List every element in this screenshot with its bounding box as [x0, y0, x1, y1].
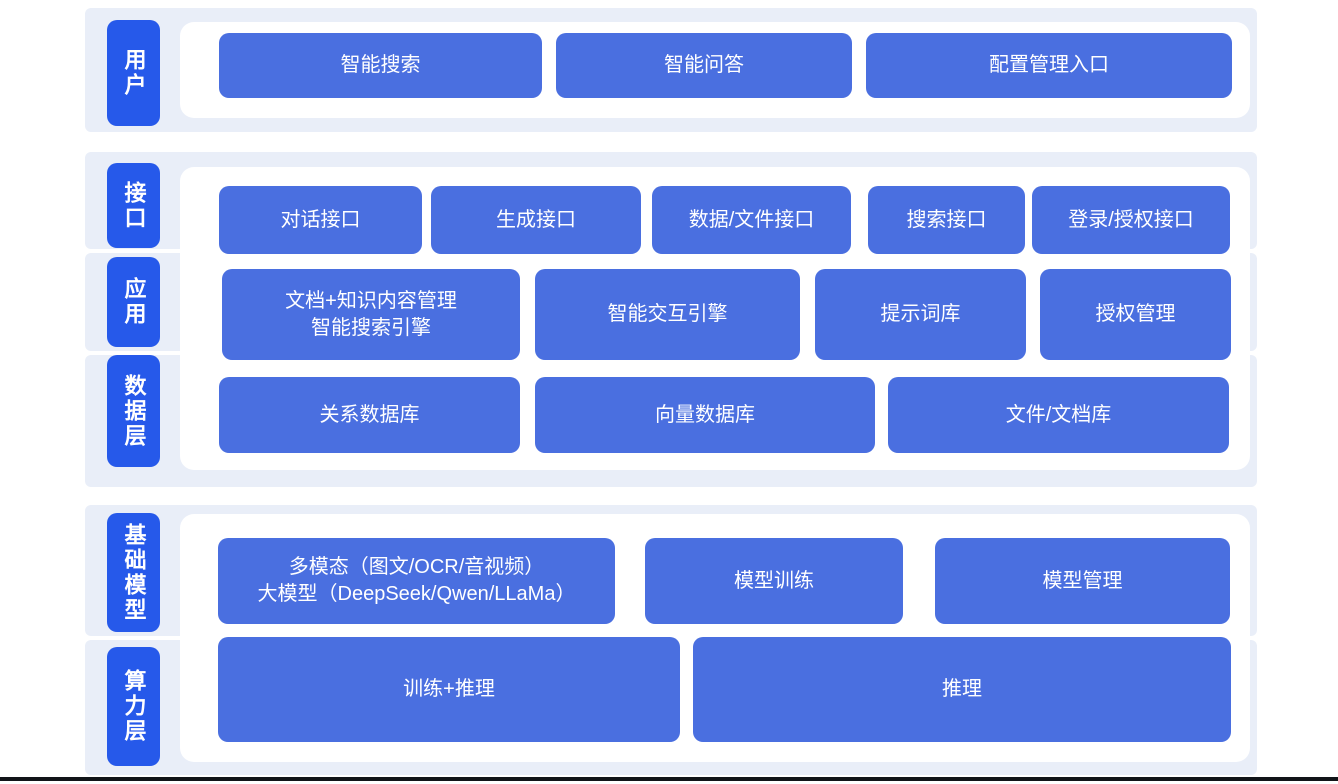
block-vector-db: 向量数据库	[535, 377, 875, 453]
layer-label-interface: 接口	[107, 163, 160, 248]
block-smart-qa: 智能问答	[556, 33, 852, 98]
bottom-border-line	[0, 777, 1338, 781]
block-model-training: 模型训练	[645, 538, 903, 624]
block-smart-interaction-engine: 智能交互引擎	[535, 269, 800, 360]
block-login-auth-api: 登录/授权接口	[1032, 186, 1230, 254]
block-generate-api: 生成接口	[431, 186, 641, 254]
layer-label-user: 用户	[107, 20, 160, 126]
layer-label-compute-layer: 算力层	[107, 647, 160, 766]
block-auth-management: 授权管理	[1040, 269, 1231, 360]
block-smart-search: 智能搜索	[219, 33, 542, 98]
block-config-mgmt-entry: 配置管理入口	[866, 33, 1232, 98]
block-dialog-api: 对话接口	[219, 186, 422, 254]
block-training-inference: 训练+推理	[218, 637, 680, 742]
block-file-document-db: 文件/文档库	[888, 377, 1229, 453]
block-relational-db: 关系数据库	[219, 377, 520, 453]
block-inference: 推理	[693, 637, 1231, 742]
block-multimodal-llm: 多模态（图文/OCR/音视频） 大模型（DeepSeek/Qwen/LLaMa）	[218, 538, 615, 624]
block-data-file-api: 数据/文件接口	[652, 186, 851, 254]
layer-label-base-model: 基础模型	[107, 513, 160, 632]
layer-label-application: 应用	[107, 257, 160, 347]
block-prompt-library: 提示词库	[815, 269, 1026, 360]
block-search-api: 搜索接口	[868, 186, 1025, 254]
block-doc-knowledge-search-engine: 文档+知识内容管理 智能搜索引擎	[222, 269, 520, 360]
layer-label-data-layer: 数据层	[107, 355, 160, 467]
block-model-management: 模型管理	[935, 538, 1230, 624]
